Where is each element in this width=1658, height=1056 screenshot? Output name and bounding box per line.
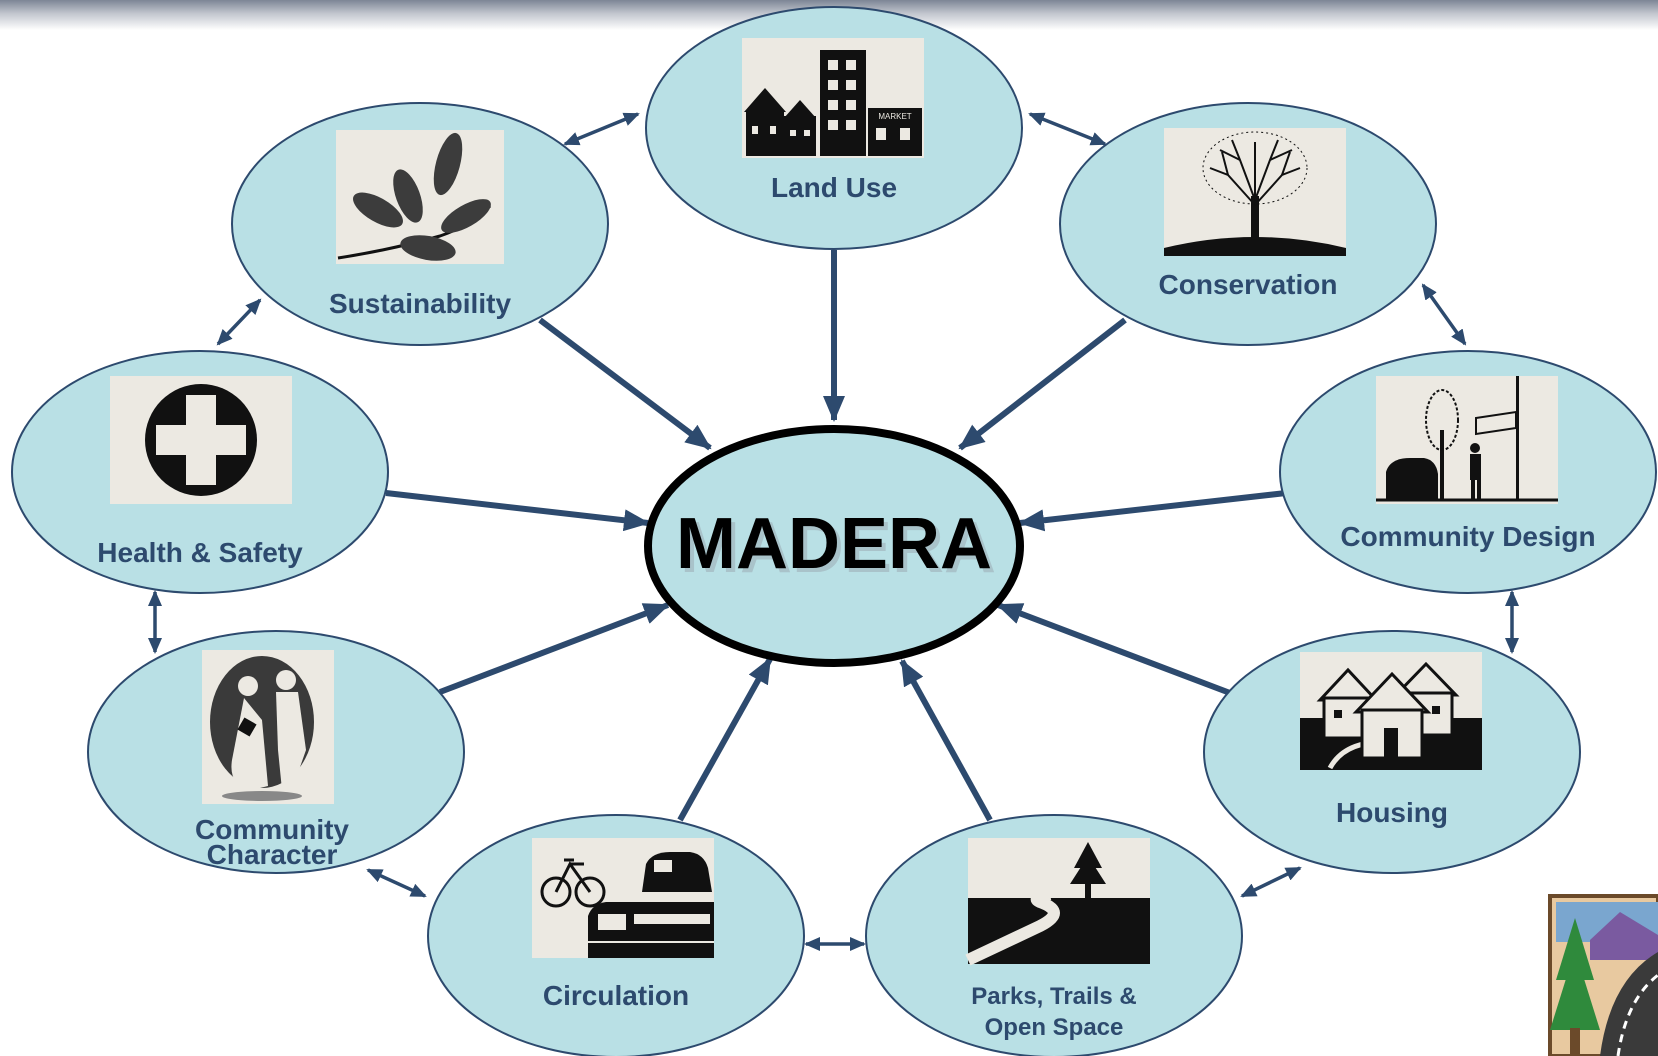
market-sign-text: MARKET [878,112,911,121]
sustainability-image [336,130,504,264]
node-conservation: Conservation [1059,102,1437,346]
arrow-sustainability-to-center [538,317,712,451]
arrow-parks-to-center [899,659,993,822]
land-use-image: MARKET [742,38,924,158]
arrow-health-safety-to-center [385,490,650,532]
arrow-community-character-to-center [438,602,670,695]
center-label-shadow: MADERA [680,508,996,588]
link-circulation-community-character [366,868,427,898]
label-sustainability: Sustainability [329,288,511,319]
label-conservation: Conservation [1159,269,1338,300]
parks-image [965,838,1150,966]
label-community-design: Community Design [1340,521,1595,552]
arrow-housing-to-center [996,602,1232,696]
health-safety-image [110,376,292,504]
label-housing: Housing [1336,797,1448,828]
housing-image [1300,652,1482,770]
node-parks-trails-open-space: Parks, Trails & Open Space [865,814,1243,1056]
arrow-community-design-to-center [1018,490,1287,532]
node-community-design: Community Design [1279,350,1657,594]
neighbour-arrows [148,112,1519,951]
label-community-character-line2: Character [207,839,338,870]
link-land-use-conservation [1028,112,1107,146]
label-circulation: Circulation [543,980,689,1011]
conservation-image [1164,128,1346,256]
label-land-use: Land Use [771,172,897,203]
node-land-use: MARKET Land Use [645,6,1023,250]
main-arrows [385,250,1287,822]
arrow-conservation-to-center [958,317,1127,451]
madera-logo [1548,894,1658,1056]
node-community-character: Community Character [87,630,465,874]
arrow-circulation-to-center [677,657,773,822]
label-community-character-line1: Community [195,814,349,845]
node-sustainability: Sustainability [231,102,609,346]
label-health-safety: Health & Safety [97,537,303,568]
node-housing: Housing [1203,630,1581,874]
link-sustainability-land-use [563,112,640,146]
community-design-image [1376,376,1558,504]
node-center: MADERA MADERA [644,425,1024,667]
link-conservation-community-design [1421,283,1467,346]
community-character-image [202,650,334,804]
node-circulation: Circulation [427,814,805,1056]
link-health-safety-sustainability [216,298,262,346]
node-health-safety: Health & Safety [11,350,389,594]
circulation-image [532,838,714,958]
label-parks-line2: Open Space [985,1014,1124,1041]
label-parks-line1: Parks, Trails & [971,983,1136,1010]
center-label: MADERA [676,504,992,584]
link-housing-parks [1240,866,1302,898]
